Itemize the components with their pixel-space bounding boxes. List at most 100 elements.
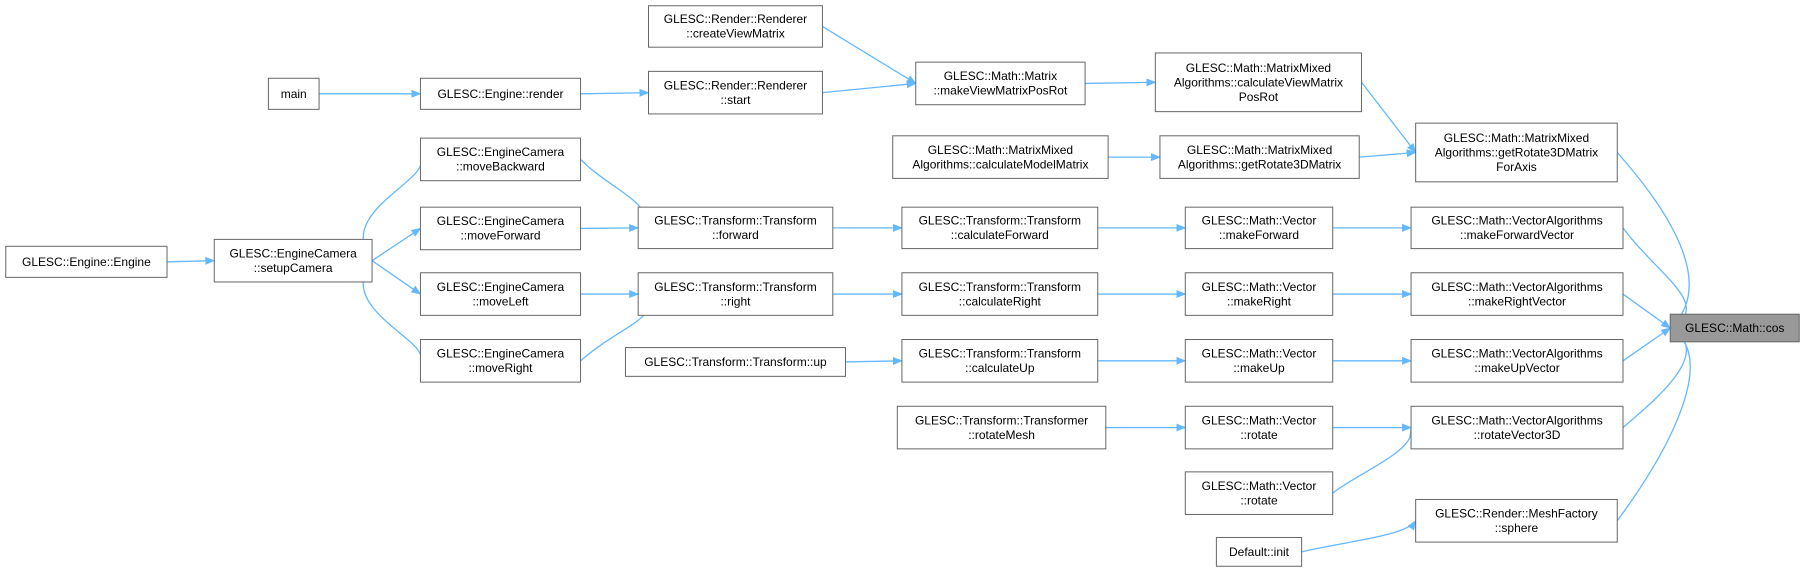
edge-calculate-view-matrix-pos-rot-to-get-rotate3-dmatrix-for-axis xyxy=(1361,81,1417,154)
edge-engine-render-to-renderer-start xyxy=(580,88,650,97)
node-create-view-matrix[interactable]: GLESC::Render::Renderer::createViewMatri… xyxy=(648,5,823,48)
node-make-right-vector[interactable]: GLESC::Math::VectorAlgorithms::makeRight… xyxy=(1410,272,1624,316)
node-box[interactable] xyxy=(1410,339,1624,383)
node-get-rotate3-dmatrix[interactable]: GLESC::Math::MatrixMixedAlgorithms::getR… xyxy=(1159,135,1360,179)
node-box[interactable] xyxy=(648,5,823,48)
node-box[interactable] xyxy=(1410,206,1624,250)
node-vec-make-up[interactable]: GLESC::Math::Vector::makeUp xyxy=(1184,339,1334,383)
call-nodes: GLESC::Render::Renderer::createViewMatri… xyxy=(5,5,1800,567)
node-calculate-model-matrix[interactable]: GLESC::Math::MatrixMixedAlgorithms::calc… xyxy=(892,135,1109,179)
node-label: GLESC::Transform::Transformer xyxy=(915,413,1088,427)
node-box[interactable] xyxy=(624,347,846,377)
node-box[interactable] xyxy=(1184,339,1334,383)
node-calculate-right[interactable]: GLESC::Transform::Transform::calculateRi… xyxy=(901,272,1099,316)
node-make-forward-vector[interactable]: GLESC::Math::VectorAlgorithms::makeForwa… xyxy=(1410,206,1624,250)
node-box[interactable] xyxy=(901,339,1099,383)
node-engine-render[interactable]: GLESC::Engine::render xyxy=(419,77,582,110)
node-box[interactable] xyxy=(419,339,582,383)
node-box[interactable] xyxy=(419,206,582,251)
node-box[interactable] xyxy=(1415,498,1618,543)
node-box[interactable] xyxy=(637,206,834,250)
node-box[interactable] xyxy=(915,61,1086,106)
node-renderer-start[interactable]: GLESC::Render::Renderer::start xyxy=(648,70,823,115)
node-box[interactable] xyxy=(213,238,373,283)
node-box[interactable] xyxy=(1669,313,1800,343)
node-label: GLESC::EngineCamera xyxy=(229,246,357,260)
node-label: ::rotateMesh xyxy=(968,428,1035,442)
node-label: GLESC::Math::MatrixMixed xyxy=(1444,131,1589,145)
node-box[interactable] xyxy=(901,206,1099,250)
node-box[interactable] xyxy=(1184,471,1334,515)
node-box[interactable] xyxy=(1154,52,1363,113)
node-label: ::moveBackward xyxy=(456,160,545,174)
edge-setup-camera-to-move-left xyxy=(371,260,422,295)
node-main[interactable]: main xyxy=(267,77,320,110)
node-label: ::makeForward xyxy=(1219,228,1299,242)
node-label: GLESC::Render::Renderer xyxy=(664,78,807,92)
node-vec-rotate2[interactable]: GLESC::Math::Vector::rotate xyxy=(1184,471,1334,515)
node-box[interactable] xyxy=(419,77,582,110)
edge-make-forward-vector-to-cos xyxy=(1622,227,1687,329)
node-make-view-matrix-pos-rot[interactable]: GLESC::Math::Matrix::makeViewMatrixPosRo… xyxy=(915,61,1086,106)
node-label: GLESC::Transform::Transform xyxy=(919,280,1081,294)
node-mesh-sphere[interactable]: GLESC::Render::MeshFactory::sphere xyxy=(1415,498,1618,543)
node-label: GLESC::Math::Vector xyxy=(1202,214,1317,228)
node-move-right[interactable]: GLESC::EngineCamera::moveRight xyxy=(419,339,582,383)
node-rotate-mesh[interactable]: GLESC::Transform::Transformer::rotateMes… xyxy=(896,405,1107,450)
node-box[interactable] xyxy=(1184,405,1334,450)
node-calculate-up[interactable]: GLESC::Transform::Transform::calculateUp xyxy=(901,339,1099,383)
node-label: ::setupCamera xyxy=(254,261,333,275)
edge-make-right-vector-to-cos xyxy=(1622,293,1672,329)
node-default-init[interactable]: Default::init xyxy=(1215,536,1303,567)
node-box[interactable] xyxy=(1410,272,1624,316)
node-label: GLESC::Render::MeshFactory xyxy=(1435,507,1598,521)
node-label: GLESC::Math::VectorAlgorithms xyxy=(1431,413,1602,427)
node-rotate-vector3-d[interactable]: GLESC::Math::VectorAlgorithms::rotateVec… xyxy=(1410,405,1624,450)
node-box[interactable] xyxy=(901,272,1099,316)
node-label: GLESC::EngineCamera xyxy=(437,214,565,228)
node-vec-make-right[interactable]: GLESC::Math::Vector::makeRight xyxy=(1184,272,1334,316)
node-label: PosRot xyxy=(1239,90,1279,104)
node-box[interactable] xyxy=(419,137,582,182)
node-box[interactable] xyxy=(896,405,1107,450)
node-label: GLESC::Math::MatrixMixed xyxy=(1187,143,1332,157)
node-box[interactable] xyxy=(1159,135,1360,179)
node-vec-make-forward[interactable]: GLESC::Math::Vector::makeForward xyxy=(1184,206,1334,250)
node-box[interactable] xyxy=(419,272,582,316)
node-label: GLESC::Math::VectorAlgorithms xyxy=(1431,214,1602,228)
edge-get-rotate3-dmatrix-for-axis-to-cos xyxy=(1616,152,1690,329)
node-make-up-vector[interactable]: GLESC::Math::VectorAlgorithms::makeUpVec… xyxy=(1410,339,1624,383)
node-vec-rotate1[interactable]: GLESC::Math::Vector::rotate xyxy=(1184,405,1334,450)
node-get-rotate3-dmatrix-for-axis[interactable]: GLESC::Math::MatrixMixedAlgorithms::getR… xyxy=(1415,122,1618,183)
node-cos[interactable]: GLESC::Math::cos xyxy=(1669,313,1800,343)
node-label: ::forward xyxy=(712,228,759,242)
node-calculate-view-matrix-pos-rot[interactable]: GLESC::Math::MatrixMixedAlgorithms::calc… xyxy=(1154,52,1363,113)
node-box[interactable] xyxy=(267,77,320,110)
node-transform-right[interactable]: GLESC::Transform::Transform::right xyxy=(637,272,834,316)
node-move-left[interactable]: GLESC::EngineCamera::moveLeft xyxy=(419,272,582,316)
node-transform-forward[interactable]: GLESC::Transform::Transform::forward xyxy=(637,206,834,250)
node-box[interactable] xyxy=(1184,272,1334,316)
node-label: ::makeRightVector xyxy=(1468,294,1566,308)
node-move-forward[interactable]: GLESC::EngineCamera::moveForward xyxy=(419,206,582,251)
node-box[interactable] xyxy=(1410,405,1624,450)
node-box[interactable] xyxy=(648,70,823,115)
node-setup-camera[interactable]: GLESC::EngineCamera::setupCamera xyxy=(213,238,373,283)
node-move-backward[interactable]: GLESC::EngineCamera::moveBackward xyxy=(419,137,582,182)
node-box[interactable] xyxy=(1415,122,1618,183)
node-engine-ctor[interactable]: GLESC::Engine::Engine xyxy=(5,245,168,278)
node-box[interactable] xyxy=(5,245,168,278)
node-label: GLESC::Transform::Transform xyxy=(919,347,1081,361)
node-transform-up[interactable]: GLESC::Transform::Transform::up xyxy=(624,347,846,377)
edge-rotate-vector3-d-to-cos xyxy=(1622,327,1687,429)
node-label: ::moveForward xyxy=(460,229,540,243)
node-label: GLESC::Math::VectorAlgorithms xyxy=(1431,280,1602,294)
node-label: ::makeRight xyxy=(1227,294,1292,308)
node-box[interactable] xyxy=(637,272,834,316)
node-box[interactable] xyxy=(1184,206,1334,250)
edge-get-rotate3-dmatrix-to-get-rotate3-dmatrix-for-axis xyxy=(1359,149,1417,158)
node-label: ::start xyxy=(720,93,751,107)
node-calculate-forward[interactable]: GLESC::Transform::Transform::calculateFo… xyxy=(901,206,1099,250)
node-box[interactable] xyxy=(1215,536,1303,567)
node-box[interactable] xyxy=(892,135,1109,179)
